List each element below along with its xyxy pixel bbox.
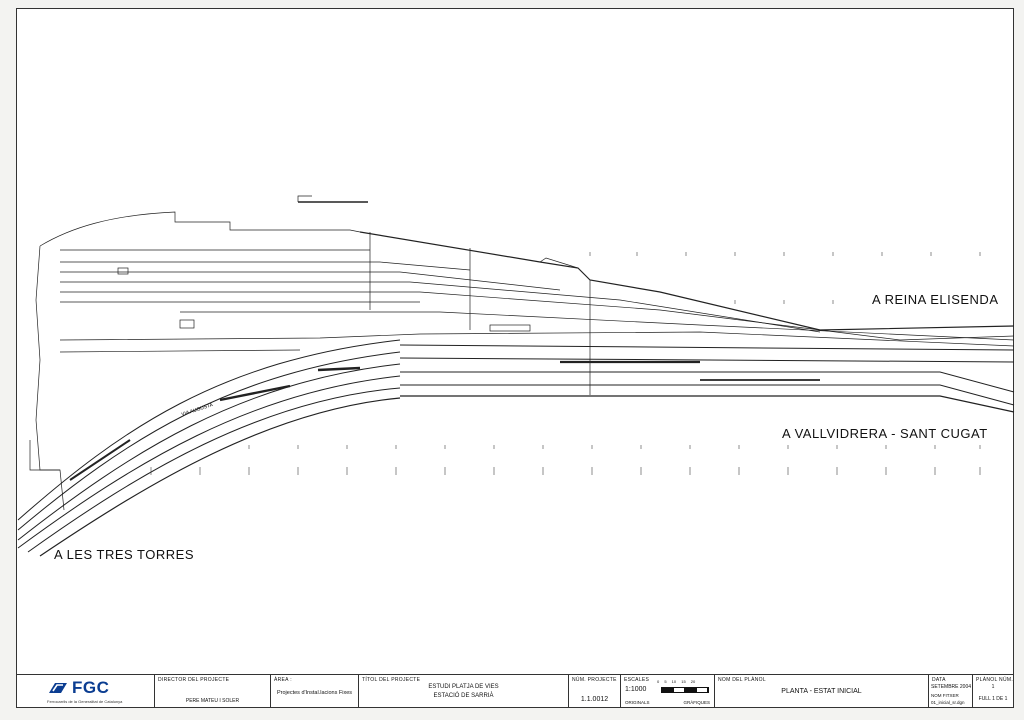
track xyxy=(180,311,1015,341)
main-line xyxy=(399,357,1015,363)
director-label: DIRECTOR DEL PROJECTE xyxy=(158,677,230,683)
main-line xyxy=(399,344,1015,351)
curved-track xyxy=(17,375,401,549)
track xyxy=(60,281,821,333)
scale-bar xyxy=(661,687,709,693)
date-cell: DATA SETEMBRE 2004 NOM FITXER 01_inicial… xyxy=(929,675,973,707)
file-label: NOM FITXER xyxy=(931,693,959,698)
street-label: VIA AUGUSTA xyxy=(181,402,215,418)
curved-track xyxy=(17,339,401,521)
director-cell: DIRECTOR DEL PROJECTE PERE MATEU I SOLER xyxy=(155,675,271,707)
left-building xyxy=(35,245,65,511)
area-value: Projectes d'Instal.lacions Fixes xyxy=(276,690,353,696)
grid-marks xyxy=(150,252,981,475)
track xyxy=(59,331,1015,347)
plan-number-value: 1 xyxy=(991,684,995,690)
scale-value: 1:1000 xyxy=(625,686,647,693)
project-number-label: NÚM. PROJECTE xyxy=(572,677,617,683)
main-line xyxy=(400,384,1015,406)
title-line1: ESTUDI PLATJA DE VIES xyxy=(428,684,499,690)
curved-track xyxy=(39,397,401,557)
plan-name-value: PLANTA - ESTAT INICIAL xyxy=(781,688,862,695)
date-label: DATA xyxy=(932,677,946,683)
area-label: ÀREA : xyxy=(274,677,292,683)
track xyxy=(60,291,1015,341)
graphics-label: GRÀFIQUES xyxy=(683,700,710,705)
plan-number-cell: PLÀNOL NÚM. 1 FULL 1 DE 1 xyxy=(973,675,1013,707)
project-number-cell: NÚM. PROJECTE 1.1.0012 xyxy=(569,675,621,707)
project-title-cell: TÍTOL DEL PROJECTE ESTUDI PLATJA DE VIES… xyxy=(359,675,569,707)
main-line xyxy=(400,395,1015,413)
scales-cell: ESCALES 1:1000 0 5 10 15 20 ORIGINALS GR… xyxy=(621,675,715,707)
logo: FGC xyxy=(72,678,110,697)
destination-tres-torres: A LES TRES TORRES xyxy=(54,547,194,562)
track xyxy=(59,349,301,353)
logo-subtitle: Ferrocarrils de la Generalitat de Catalu… xyxy=(47,699,123,704)
logo-cell: FGC Ferrocarrils de la Generalitat de Ca… xyxy=(17,675,155,707)
curved-track xyxy=(17,351,401,531)
sheet-value: FULL 1 DE 1 xyxy=(978,696,1008,702)
plan-name-cell: NOM DEL PLÀNOL PLANTA - ESTAT INICIAL xyxy=(715,675,929,707)
scales-label: ESCALES xyxy=(624,677,650,683)
date-value: SETEMBRE 2004 xyxy=(931,684,972,690)
plan-name-label: NOM DEL PLÀNOL xyxy=(718,677,766,683)
title-line2: ESTACIÓ DE SARRIÀ xyxy=(433,693,494,699)
destination-vallvidrera: A VALLVIDRERA - SANT CUGAT xyxy=(782,426,988,441)
curved-track xyxy=(27,387,401,553)
area-cell: ÀREA : Projectes d'Instal.lacions Fixes xyxy=(271,675,359,707)
upper-boundary xyxy=(359,231,1015,331)
track xyxy=(60,261,471,271)
project-number-value: 1.1.0012 xyxy=(580,696,609,703)
title-label: TÍTOL DEL PROJECTE xyxy=(362,677,421,683)
plan-number-label: PLÀNOL NÚM. xyxy=(976,677,1014,683)
destination-reina-elisenda: A REINA ELISENDA xyxy=(872,292,999,307)
fgc-logo-icon xyxy=(49,683,67,693)
director-value: PERE MATEU I SOLER xyxy=(185,698,240,704)
file-value: 01_inicial_sr.dgn xyxy=(931,700,965,705)
drawing-sheet xyxy=(16,8,1014,678)
track xyxy=(60,271,561,291)
originals-label: ORIGINALS xyxy=(625,700,650,705)
main-line xyxy=(400,371,1015,393)
scale-ticks: 0 5 10 15 20 xyxy=(657,679,696,684)
curved-track xyxy=(17,363,401,541)
title-block: FGC Ferrocarrils de la Generalitat de Ca… xyxy=(16,674,1014,708)
station-outline xyxy=(39,211,361,247)
